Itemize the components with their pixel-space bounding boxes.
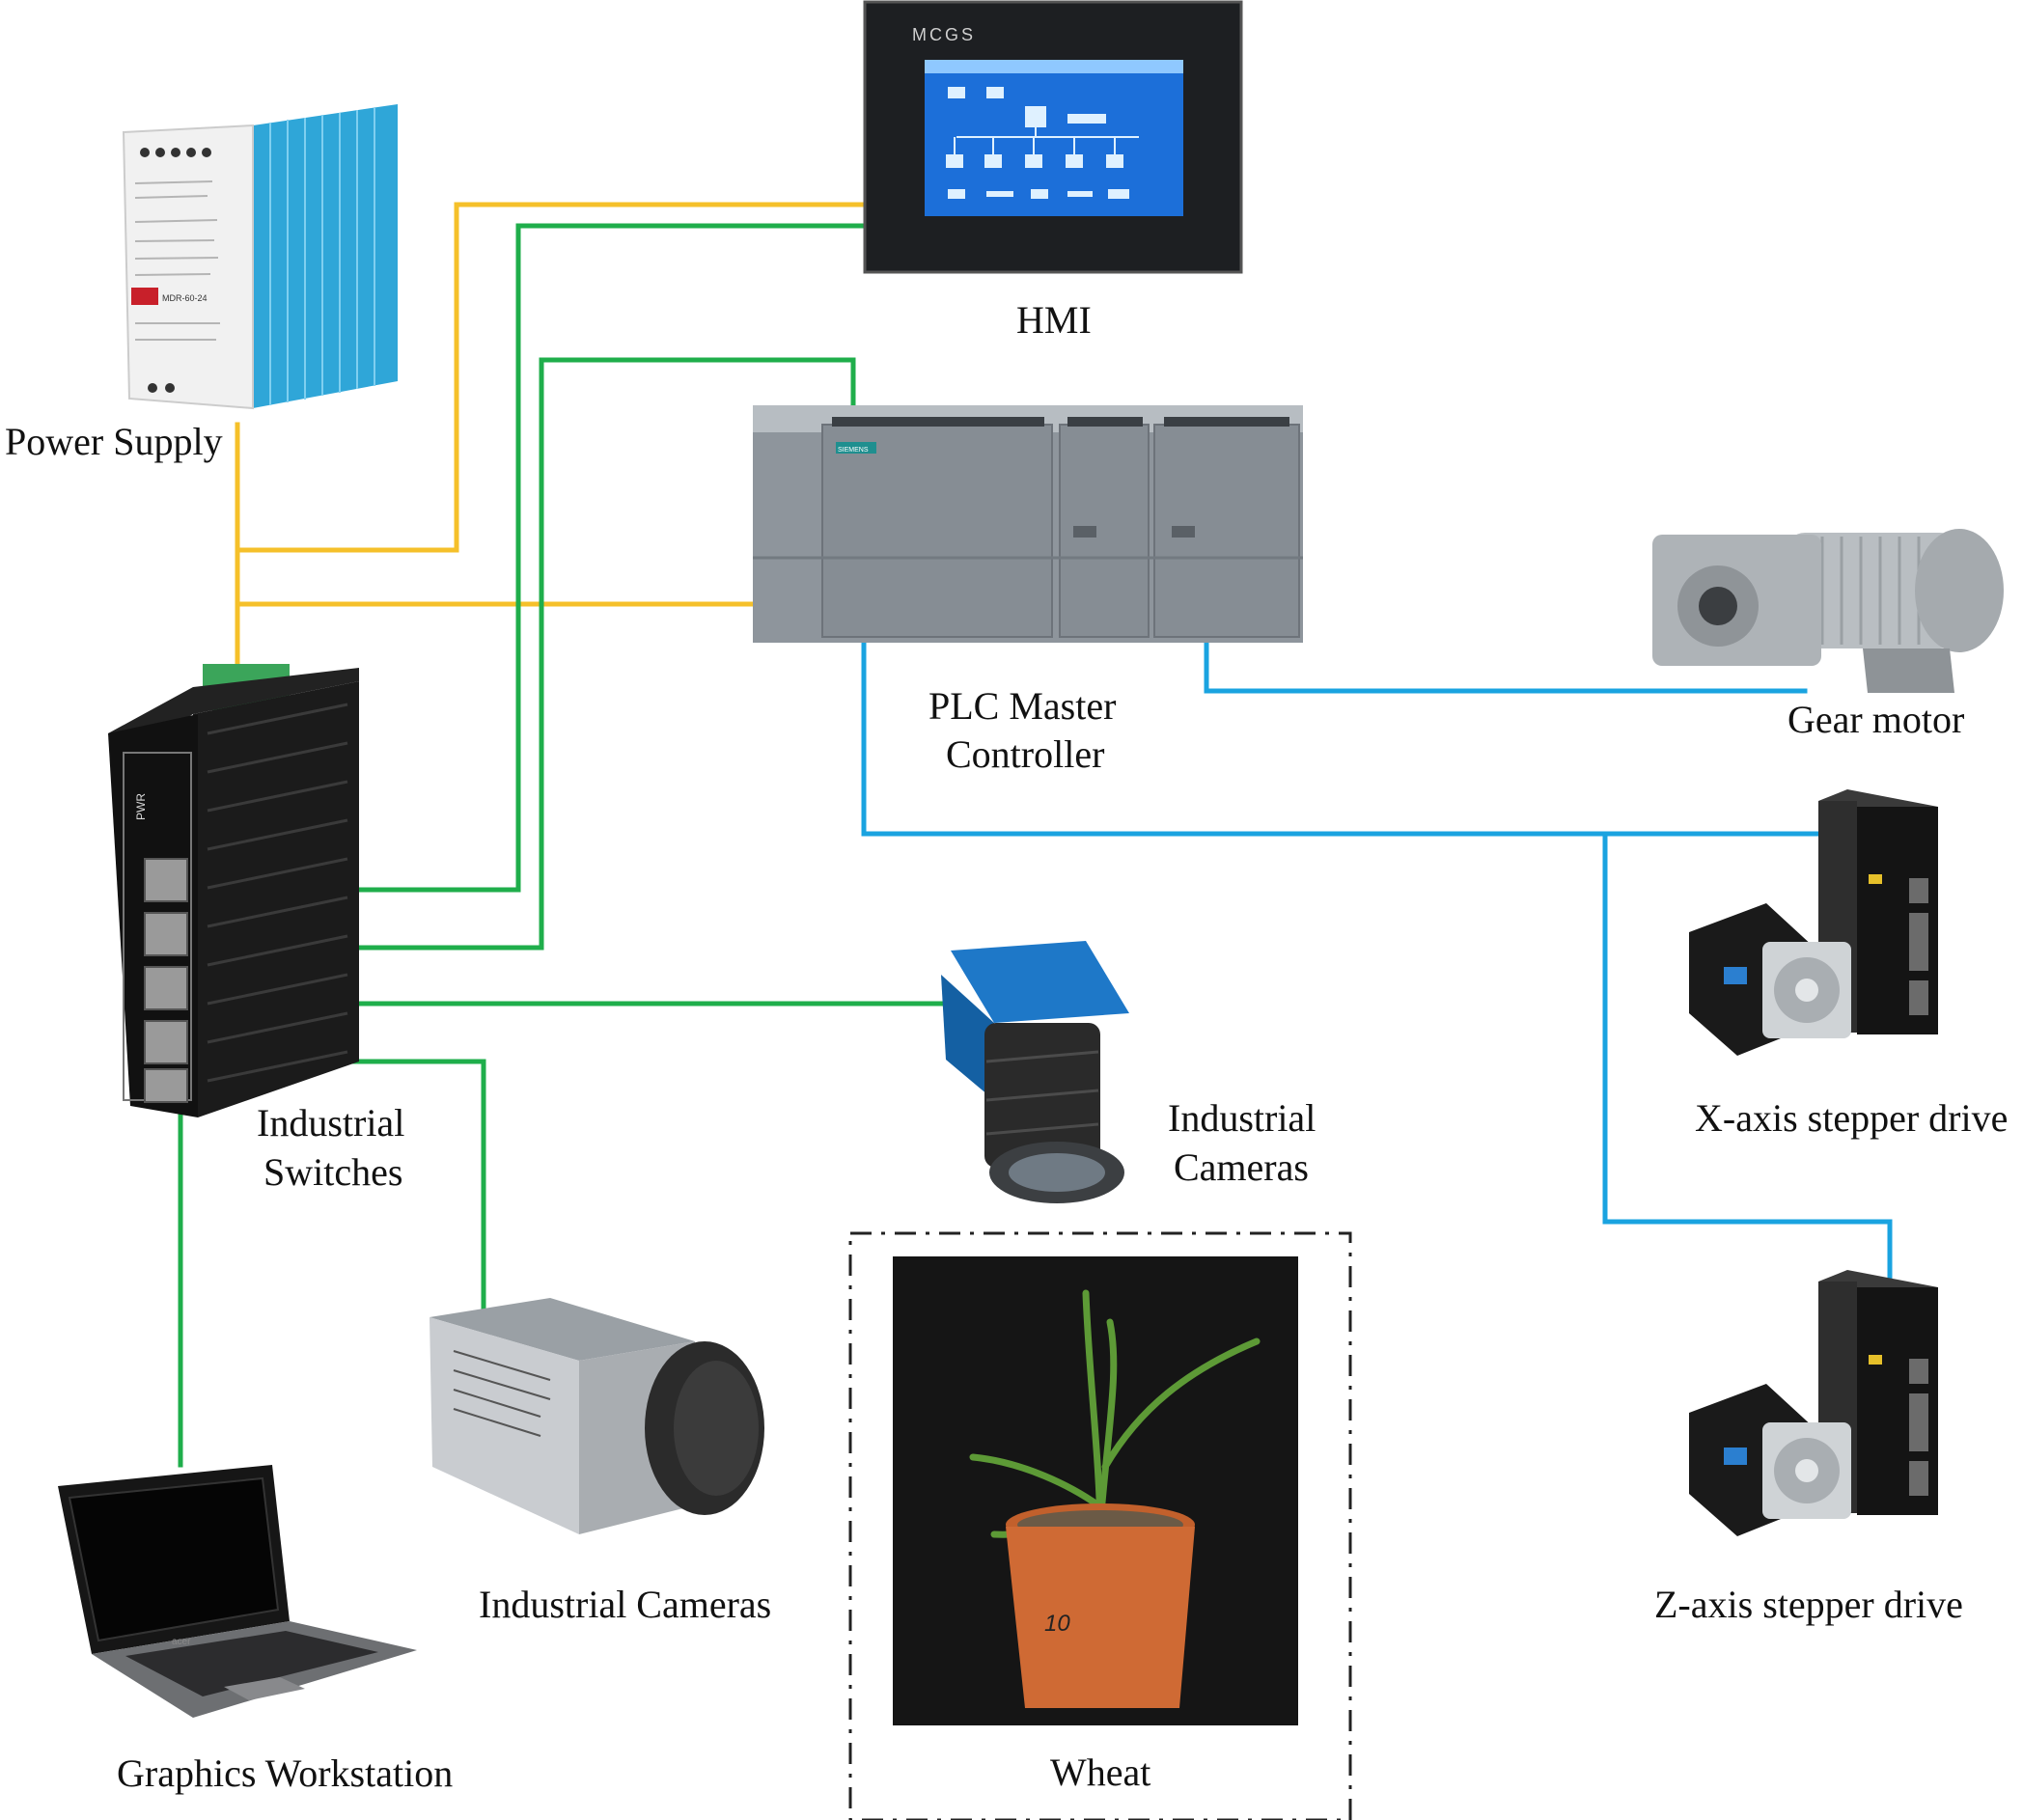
wheat-dashed-frame [848, 1231, 1352, 1820]
plc-vent-cpu [832, 417, 1044, 427]
switch-top [108, 668, 359, 755]
plc-leds [1073, 526, 1195, 538]
z-drive-motor-plate [1724, 1448, 1747, 1465]
workstation-device: acer [58, 1465, 417, 1718]
workstation-label: Graphics Workstation [117, 1751, 453, 1795]
camera-top-label-line2: Cameras [1174, 1145, 1309, 1189]
workstation-brand-text: acer [172, 1637, 191, 1647]
camera-top-label-line1: Industrial [1168, 1096, 1316, 1140]
plc-brand-text: SIEMENS [838, 447, 869, 454]
switch-port-3 [144, 966, 188, 1010]
plc-label-line1: PLC Master [928, 684, 1116, 728]
camera-top-body [951, 941, 1129, 1023]
z-drive-ports [1909, 1359, 1928, 1496]
gear-motor-label: Gear motor [1787, 698, 1964, 741]
gear-motor-shaft-hole [1699, 587, 1737, 625]
power-supply-side [253, 104, 398, 408]
power-supply-logo [131, 288, 158, 305]
plc-device: SIEMENS [753, 405, 1303, 643]
x-drive-motor-shaft [1795, 979, 1818, 1002]
power-supply-ribs [269, 108, 375, 405]
wheat-pot [1006, 1527, 1195, 1708]
hmi-bezel-edge [863, 0, 1243, 274]
hmi-screen-links [954, 127, 1139, 154]
camera-bottom-label-print [453, 1350, 551, 1437]
switch-ports [144, 858, 188, 1103]
wheat-pot-text: 10 [1044, 1611, 1070, 1637]
gear-motor-device [1652, 529, 2004, 693]
workstation-touchpad [224, 1677, 305, 1700]
x-drive-warning [1869, 874, 1882, 884]
x-drive-ports [1909, 878, 1928, 1015]
x-drive-motor [1689, 903, 1851, 1056]
switch-device: PWR [108, 664, 359, 1117]
camera-top-body-side [941, 975, 994, 1100]
z-drive-label: Z-axis stepper drive [1654, 1583, 1963, 1626]
plc-label-line2: Controller [946, 732, 1104, 776]
camera-top-lens-rings [985, 1050, 1099, 1136]
x-drive-label: X-axis stepper drive [1695, 1096, 2008, 1140]
gear-motor-end-cap [1915, 529, 2004, 652]
power-wires [235, 202, 867, 678]
z-drive-motor-shaft [1795, 1459, 1818, 1482]
control-wire-gear-motor [1204, 640, 1808, 694]
hmi-device: MCGS [863, 0, 1243, 274]
workstation-keyboard [125, 1631, 378, 1696]
plc-io-module-1 [1059, 424, 1150, 638]
wheat-group: 10 [848, 1231, 1352, 1820]
camera-bottom-lens-cap [674, 1361, 759, 1496]
switch-port-4 [144, 1020, 188, 1064]
hmi-brand-text: MCGS [912, 25, 976, 44]
control-wire-z-drive [1602, 831, 1893, 1310]
switch-side-fins [207, 703, 348, 1083]
camera-bottom-label: Industrial Cameras [479, 1583, 771, 1626]
control-wire-x-drive [861, 640, 1821, 837]
switch-port-2 [144, 912, 188, 956]
plc-vent-io2 [1164, 417, 1289, 427]
x-drive-motor-plate [1724, 967, 1747, 984]
camera-top-lens-glass [1009, 1153, 1105, 1192]
camera-bottom-top [430, 1298, 695, 1361]
gear-motor-body [1786, 533, 1959, 648]
z-drive-warning [1869, 1355, 1882, 1365]
switch-port-5 [144, 1068, 188, 1103]
power-supply-label: Power Supply [5, 420, 223, 463]
wheat-label: Wheat [1050, 1751, 1150, 1794]
power-supply-device: MDR-60-24 [122, 104, 398, 410]
power-supply-model-text: MDR-60-24 [162, 293, 208, 303]
camera-bottom-face [430, 1317, 579, 1534]
switch-port-1 [144, 858, 188, 902]
camera-bottom-device [430, 1298, 764, 1534]
workstation-screen [68, 1476, 280, 1642]
gear-motor-foot [1863, 648, 1954, 693]
control-wires [861, 640, 1893, 1310]
power-wire-to-hmi [235, 202, 867, 553]
network-wire-plc [176, 357, 856, 951]
plc-brand-plate [836, 442, 876, 454]
switch-label-line1: Industrial [257, 1101, 404, 1144]
power-supply-terminals [140, 148, 211, 393]
switch-pwr-text: PWR [134, 793, 148, 820]
hmi-screen-icons [946, 87, 1129, 199]
switch-label-line2: Switches [263, 1150, 402, 1194]
plc-vent-io1 [1067, 417, 1143, 427]
x-drive-device [1689, 789, 1938, 1056]
power-supply-fine-print [134, 180, 220, 341]
camera-top-device [941, 941, 1129, 1203]
power-supply-front [122, 124, 254, 410]
switch-side [193, 681, 359, 1117]
plc-cpu-module [821, 424, 1053, 638]
hmi-screen-topbar [925, 60, 1183, 73]
hmi-label: HMI [1016, 298, 1092, 342]
z-drive-device [1689, 1270, 1938, 1536]
z-drive-motor [1689, 1384, 1851, 1536]
